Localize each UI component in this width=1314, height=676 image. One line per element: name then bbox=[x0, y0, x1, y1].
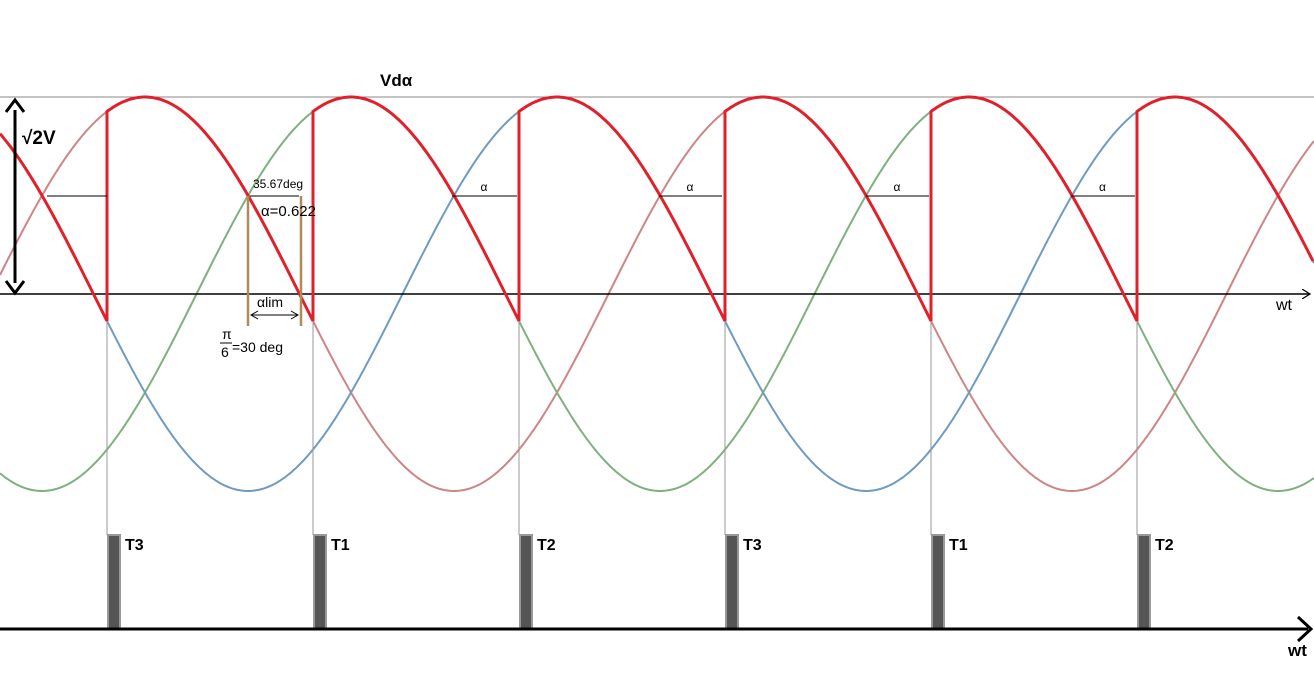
gate-pulses: T3 T1 T2 T3 T1 T2 bbox=[107, 534, 1174, 630]
thyristor-label: T3 bbox=[125, 537, 144, 554]
alpha-lim-arrow-head-right bbox=[290, 310, 300, 320]
firing-guide-lines bbox=[106, 322, 1138, 535]
thyristor-label: T2 bbox=[1155, 537, 1174, 554]
wt-axis-top-label: wt bbox=[1275, 297, 1293, 314]
amplitude-arrow-head-bottom bbox=[4, 280, 26, 296]
gate-pulse-t1 bbox=[931, 534, 945, 630]
alpha-marker-label: α bbox=[1099, 180, 1106, 194]
gate-pulse-t2 bbox=[1137, 534, 1151, 630]
alpha-marker-label: α bbox=[894, 180, 901, 194]
gate-pulse-t2 bbox=[519, 534, 533, 630]
wt-axis-bottom-arrow-head bbox=[1296, 615, 1314, 643]
alpha-marker-label: α bbox=[687, 180, 694, 194]
alpha-value: α=0.622 bbox=[261, 203, 316, 220]
pi-label: π bbox=[222, 326, 232, 342]
thyristor-label: T1 bbox=[331, 537, 350, 554]
output-voltage-curve bbox=[0, 95, 1314, 322]
thyristor-label: T3 bbox=[743, 537, 762, 554]
six-label: 6 bbox=[221, 344, 229, 360]
alpha-limit-value: 35.67deg bbox=[253, 177, 303, 191]
wt-axis-bottom-label: wt bbox=[1287, 641, 1307, 660]
amplitude-label: √2V bbox=[22, 128, 56, 149]
gate-pulse-t3 bbox=[107, 534, 121, 630]
thirty-deg-label: =30 deg bbox=[232, 339, 283, 355]
alpha-lim-label: αlim bbox=[257, 294, 283, 310]
gate-pulse-t1 bbox=[313, 534, 327, 630]
thyristor-label: T1 bbox=[949, 537, 968, 554]
thyristor-label: T2 bbox=[537, 537, 556, 554]
output-voltage-label: Vdα bbox=[380, 71, 413, 90]
gate-pulse-t3 bbox=[725, 534, 739, 630]
amplitude-arrow-head-top bbox=[4, 97, 26, 113]
alpha-marker-label: α bbox=[481, 180, 488, 194]
alpha-lim-arrow-head-left bbox=[249, 310, 259, 320]
